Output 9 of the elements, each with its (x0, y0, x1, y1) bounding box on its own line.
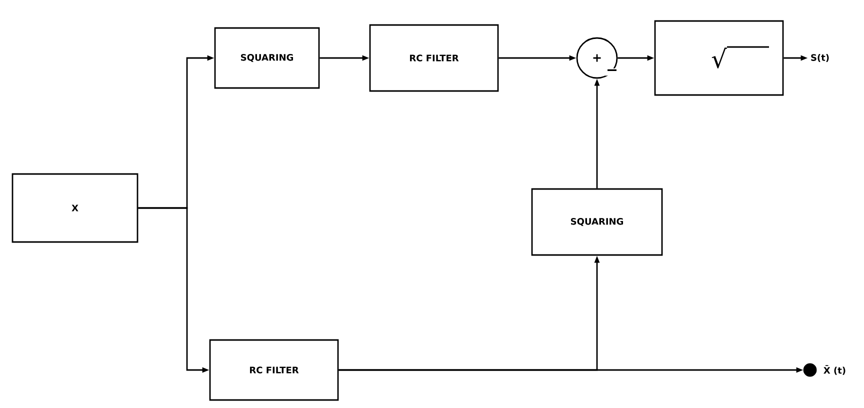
filter-box: RC FILTER (209, 339, 339, 401)
squaring-box: SQUARING (531, 188, 663, 256)
filter-box: RC FILTER (369, 24, 499, 92)
squaring-box: SQUARING (214, 27, 320, 89)
square-root-box: √ (654, 20, 784, 96)
output-label: X̄ (t) (824, 365, 846, 375)
input-box: X (12, 173, 138, 243)
output-label: S(t) (811, 54, 829, 62)
output-dot (803, 363, 817, 377)
